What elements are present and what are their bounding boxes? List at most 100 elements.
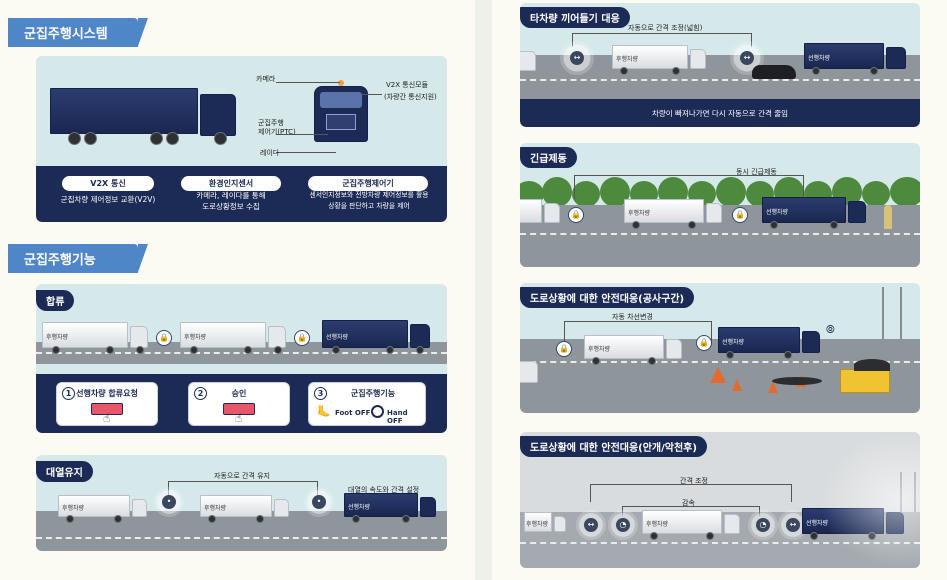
auto-gap-label: 자동으로 간격 조정(넓힘) [628, 24, 703, 32]
gap-arrows-icon: ↔ [740, 51, 754, 65]
truck-label: 선행차량 [808, 55, 831, 62]
callout-ptc-line2: 제어기(PTC) [258, 128, 296, 136]
wheel [416, 346, 424, 354]
sensor-wave: ↔ [778, 510, 808, 540]
sensor-icon: • [162, 495, 176, 509]
wheel [106, 346, 114, 354]
sensor-wave: • [304, 487, 334, 517]
follower-truck-partial [520, 199, 562, 229]
truck-trailer [718, 327, 800, 353]
truck-trailer [642, 510, 722, 534]
formation-title: 대열유지 [36, 461, 93, 482]
windshield [320, 92, 362, 108]
weather-panel: 도로상황에 대한 안전대응(안개/악천후) 간격 조정 감속 후행차량 ↔ ◔ … [520, 432, 920, 568]
leader-truck: 선행차량 [762, 197, 868, 229]
wheel [402, 515, 410, 523]
lock-icon: 🔒 [732, 207, 748, 223]
truck-label: 후행차량 [184, 334, 207, 341]
merge-title: 합류 [36, 290, 75, 311]
sensor-wave: • [154, 487, 184, 517]
follower-truck: 후행차량 [200, 495, 290, 523]
camera-sensor-icon [338, 80, 344, 86]
wheel [812, 67, 820, 75]
callout-ptc-line1: 군집주행 [258, 119, 284, 127]
truck-trailer [42, 322, 128, 348]
truck-label: 후행차량 [616, 56, 639, 63]
truck-label: 후행차량 [62, 505, 85, 512]
feature-desc-v2x: 군집차량 제어정보 교환(V2V) [60, 195, 156, 204]
wheel [214, 132, 227, 145]
wheel [208, 515, 216, 523]
truck-label: 선행차량 [766, 209, 789, 216]
wheel [810, 532, 818, 540]
callout-v2x-line2: (차량간 통신지원) [384, 93, 437, 101]
warning-sign-icon [710, 367, 726, 383]
system-panel: 카메라 군집주행 제어기(PTC) 레이다 V2X 통신모듈 (차량간 통신지원… [36, 56, 447, 222]
truck-cab [706, 203, 722, 223]
hand-pointer-icon: ☝ [103, 411, 111, 425]
cell-tower-icon [882, 287, 902, 345]
merge-steps-bar: 1 선행차량 합류요청 ☝ 2 승인 ☝ 3 군집주행기능 🦶 Foot OFF… [36, 374, 447, 433]
lock-icon: 🔒 [696, 335, 712, 351]
foot-pedal-icon: 🦶 [317, 405, 331, 418]
formation-panel: 대열유지 자동으로 간격 유지 대열의 속도와 간격 설정 • • 후행차량 후… [36, 455, 447, 551]
lane-dash [520, 233, 920, 235]
sensor-icon: • [312, 495, 326, 509]
lock-icon: 🔒 [568, 207, 584, 223]
lane-dash [36, 537, 447, 539]
feature-label-sensor: 환경인지센서 [181, 176, 281, 191]
follower-truck: 후행차량 [180, 322, 288, 354]
truck-trailer [322, 320, 408, 348]
truck-trailer [524, 512, 552, 532]
truck-cab [410, 324, 430, 348]
callout-v2x-line1: V2X 통신모듈 [386, 81, 429, 89]
truck-cab [544, 203, 560, 223]
truck-cab [132, 499, 147, 517]
lock-icon: 🔒 [294, 330, 310, 346]
follower-truck: 후행차량 [524, 512, 568, 538]
step-number: 1 [62, 387, 75, 400]
truck-label: 후행차량 [588, 346, 611, 353]
wheel [648, 357, 656, 365]
lane-dash [520, 361, 920, 363]
step-label: 선행차량 합류요청 [76, 389, 138, 398]
step-request: 1 선행차량 합류요청 ☝ [56, 382, 158, 426]
wheel [190, 346, 198, 354]
wheel [592, 357, 600, 365]
wheel [84, 132, 97, 145]
truck-cab [268, 326, 286, 348]
cut-in-footer-text: 차량이 빠져나가면 다시 자동으로 간격 줄임 [651, 109, 789, 118]
truck-cab [724, 514, 740, 534]
truck-cab [802, 331, 820, 353]
traffic-cone-icon [768, 381, 778, 393]
wheel [870, 67, 878, 75]
weather-title: 도로상황에 대한 안전대응(안개/악천후) [520, 436, 707, 457]
truck-trailer [200, 495, 272, 517]
gap-bracket [590, 484, 792, 502]
foot-off-label: Foot OFF [335, 409, 371, 417]
emergency-panel: 긴급제동 동시 긴급제동 🔒 후행차량 🔒 [520, 143, 920, 267]
grille [326, 114, 356, 130]
lane-dash [520, 79, 920, 81]
truck-trailer [584, 335, 664, 359]
construction-panel: 도로상황에 대한 안전대응(공사구간) 자동 차선변경 🔒 후행차량 🔒 선행차… [520, 283, 920, 413]
follower-truck: 후행차량 [58, 495, 148, 523]
dump-load [854, 359, 890, 371]
truck-trailer [762, 197, 846, 223]
follower-truck-partial [520, 361, 540, 385]
cut-in-car [752, 65, 796, 79]
fog-overlay [820, 432, 920, 568]
sensor-wave: ◔ [608, 510, 638, 540]
brake-bracket [574, 175, 804, 199]
camera-leader-line [276, 82, 340, 83]
sensor-wave: ↔ [560, 41, 594, 75]
tree [862, 181, 890, 207]
lock-icon: 🔒 [156, 330, 172, 346]
step-platooning: 3 군집주행기능 🦶 Foot OFF Hand OFF [308, 382, 426, 426]
speedometer-icon: ◔ [616, 518, 630, 532]
pedestrian-figure [884, 205, 892, 229]
leader-truck: 선행차량 [322, 320, 432, 354]
truck-trailer [180, 322, 266, 348]
wheel [620, 67, 628, 75]
sensor-wave: ◔ [748, 510, 778, 540]
